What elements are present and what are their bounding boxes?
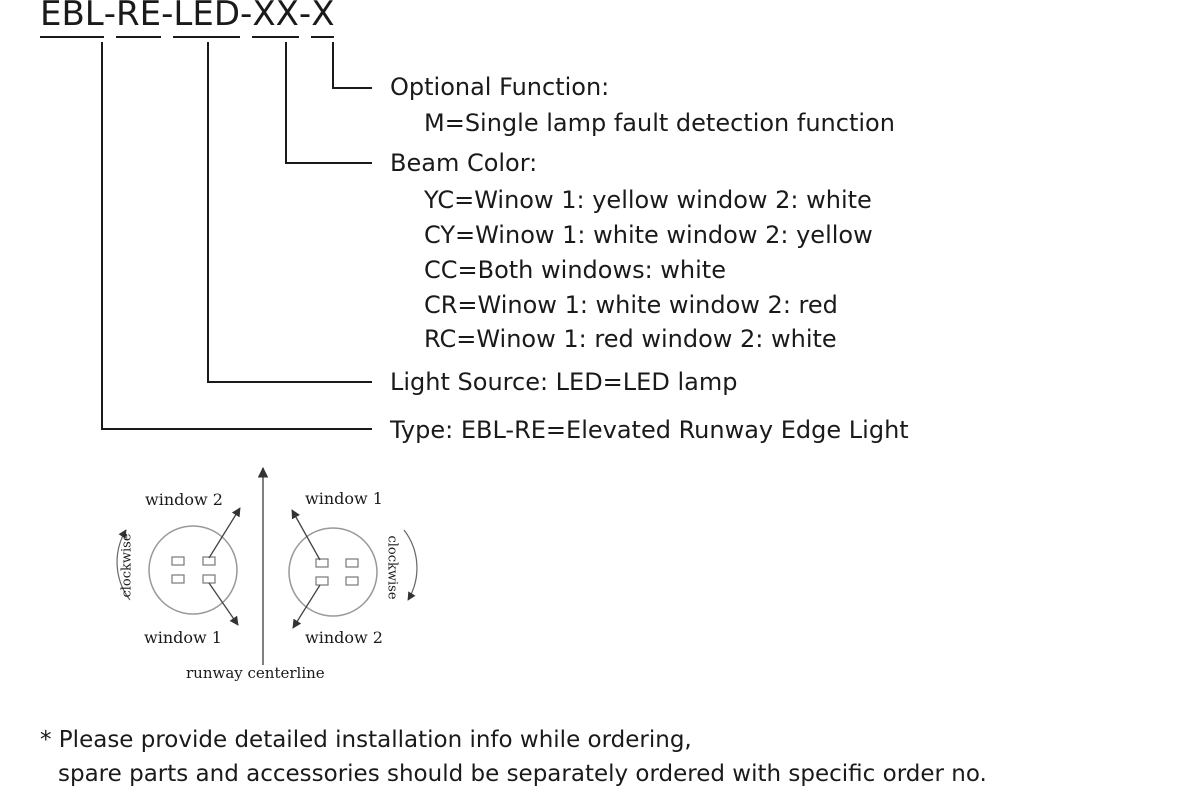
optional-function-option: M=Single lamp fault detection function	[424, 109, 895, 137]
code-separator: -	[161, 0, 174, 34]
connector-type-horizontal	[101, 428, 372, 430]
light-source-text: Light Source: LED=LED lamp	[390, 368, 738, 396]
beam-color-option-cc: CC=Both windows: white	[424, 256, 726, 284]
beam-color-option-yc: YC=Winow 1: yellow window 2: white	[424, 186, 872, 214]
beam-color-option-rc: RC=Winow 1: red window 2: white	[424, 325, 837, 353]
code-segment-type-2: RE	[116, 0, 162, 38]
right-light-fixture	[288, 509, 418, 629]
connector-light-horizontal	[207, 381, 372, 383]
right-window-bottom-label: window 2	[305, 628, 383, 647]
footnote-line-1: * Please provide detailed installation i…	[40, 727, 692, 753]
connector-beam-vertical	[285, 42, 287, 163]
code-segment-light-source: LED	[173, 0, 241, 38]
model-code: EBL-RE-LED-XX-X	[40, 0, 335, 38]
optional-function-heading: Optional Function:	[390, 73, 610, 101]
code-segment-optional: X	[311, 0, 335, 38]
runway-centerline-label: runway centerline	[186, 664, 325, 682]
right-window-top-label: window 1	[305, 489, 383, 508]
code-separator: -	[298, 0, 312, 34]
left-window-top-label: window 2	[145, 490, 223, 509]
connector-optional-vertical	[332, 42, 334, 88]
beam-color-option-cy: CY=Winow 1: white window 2: yellow	[424, 221, 873, 249]
left-rotation-label: clockwise	[119, 533, 135, 598]
code-segment-beam-color: XX	[252, 0, 299, 38]
right-rotation-label: clockwise	[384, 535, 400, 600]
connector-light-vertical	[207, 42, 209, 382]
type-text: Type: EBL-RE=Elevated Runway Edge Light	[390, 416, 909, 444]
footnote-line-2: spare parts and accessories should be se…	[58, 761, 987, 787]
code-separator: -	[103, 0, 117, 34]
left-window-bottom-label: window 1	[144, 628, 222, 647]
connector-type-vertical	[101, 42, 103, 429]
beam-color-option-cr: CR=Winow 1: white window 2: red	[424, 291, 838, 319]
code-segment-type-1: EBL	[40, 0, 104, 38]
connector-beam-horizontal	[285, 162, 372, 164]
beam-color-heading: Beam Color:	[390, 149, 538, 177]
connector-optional-horizontal	[332, 87, 372, 89]
code-separator: -	[240, 0, 253, 34]
left-light-fixture	[116, 507, 241, 626]
